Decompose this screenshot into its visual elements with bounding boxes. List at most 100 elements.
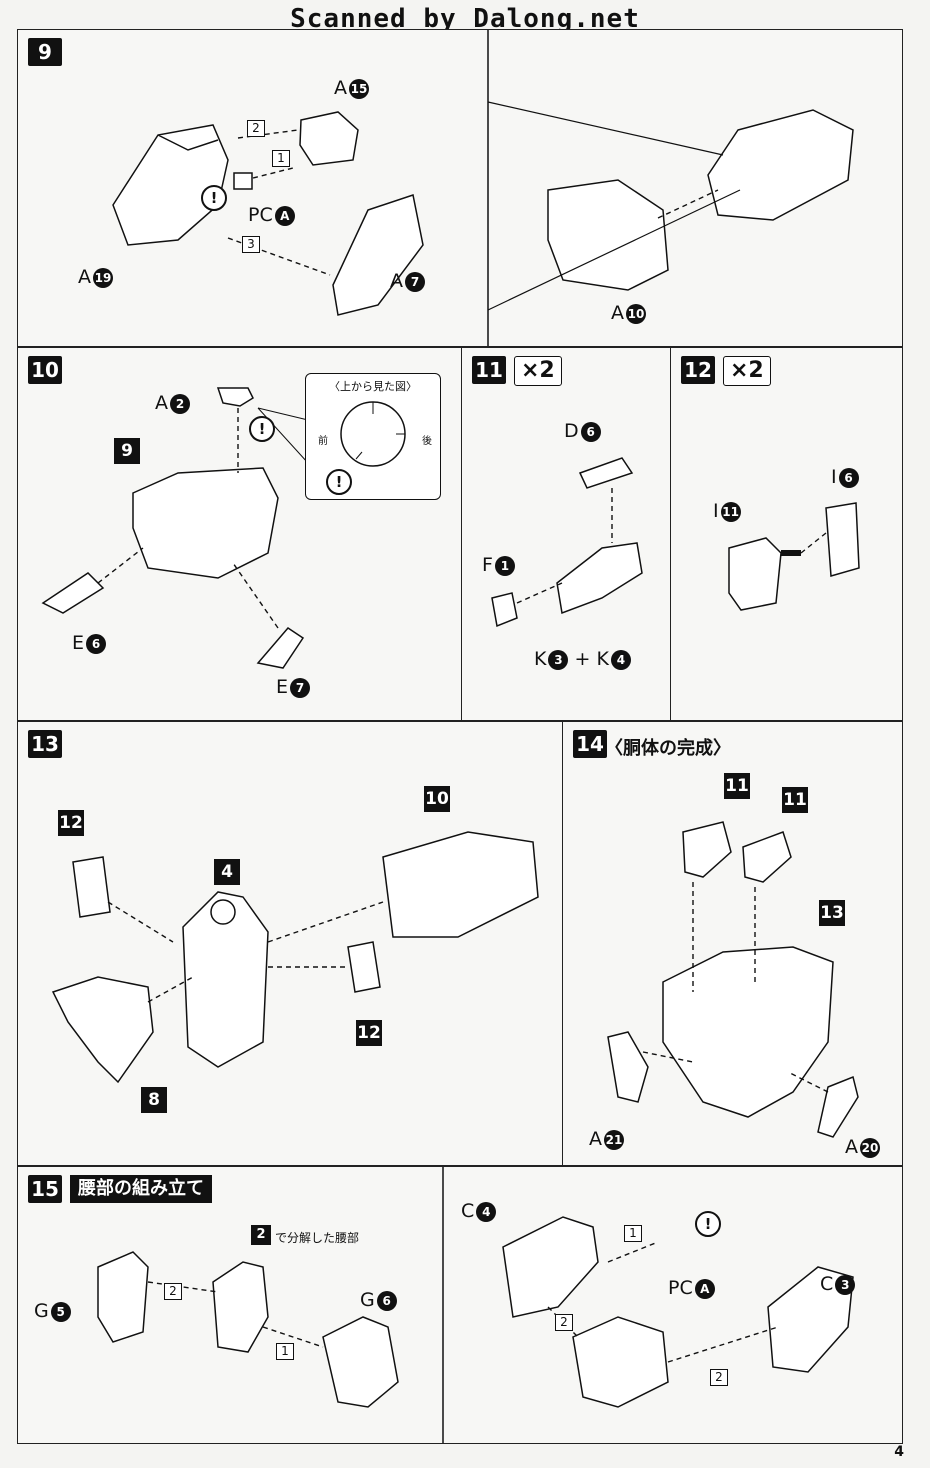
order-marker: 2 (247, 120, 265, 137)
part-letter: K (534, 648, 547, 670)
top-view-caption: 〈上から見た図〉 (329, 380, 417, 393)
part-number: 2 (170, 393, 190, 414)
step-number: 14 (573, 730, 607, 758)
step-13-panel: 13 12 4 10 12 8 (17, 721, 563, 1166)
part-number: 21 (604, 1129, 624, 1150)
step-reference: 12 (356, 1020, 382, 1046)
step-13-illustration (51, 831, 539, 1084)
step-9-illustration (112, 30, 854, 346)
part-letter: A (334, 77, 347, 99)
part-number: 1 (494, 555, 515, 576)
step-15-illustration (97, 1167, 854, 1443)
part-letter: A (78, 266, 91, 288)
step-10-illustration (41, 387, 309, 669)
warning-icon: ! (326, 469, 352, 495)
part-letter: C (461, 1200, 475, 1222)
part-letter: A (611, 302, 624, 324)
part-number: A (694, 1278, 715, 1299)
part-letter: I (831, 466, 837, 488)
part-letter: A (155, 392, 168, 414)
part-letter: C (820, 1273, 834, 1295)
order-marker: 1 (276, 1343, 294, 1360)
part-letter: K (596, 648, 609, 670)
multiplier-badge: ×2 (723, 356, 771, 386)
part-letter: G (360, 1289, 375, 1311)
part-number: 20 (860, 1137, 880, 1158)
part-number: 7 (405, 271, 425, 292)
part-letter: E (276, 676, 289, 698)
step-14-illustration (607, 821, 859, 1138)
part-number: A (274, 205, 295, 226)
part-letter: E (72, 632, 85, 654)
order-marker: 2 (164, 1283, 182, 1300)
step-reference: 8 (141, 1087, 167, 1113)
step-reference: 2 (251, 1225, 271, 1245)
part-number: 4 (476, 1201, 497, 1222)
part-number: 6 (838, 467, 859, 488)
order-marker: 2 (555, 1314, 573, 1331)
step-reference: 11 (782, 787, 808, 813)
top-view-circle (340, 401, 406, 467)
part-number: 6 (580, 421, 601, 442)
step-11-illustration (491, 457, 643, 628)
plus-sign: + (574, 648, 591, 670)
part-number: 11 (720, 501, 741, 522)
order-marker: 2 (710, 1369, 728, 1386)
part-letter: A (589, 1128, 602, 1150)
part-letter: G (34, 1300, 49, 1322)
front-label: 前 (318, 436, 328, 447)
step-number: 11 (472, 356, 506, 384)
warning-icon: ! (201, 185, 227, 211)
note-text: で分解した腰部 (275, 1231, 360, 1245)
step-reference: 13 (819, 900, 845, 926)
part-number: 10 (626, 303, 646, 324)
part-number: 5 (50, 1301, 71, 1322)
top-view-callout: 〈上から見た図〉 前 後 ! (305, 373, 441, 500)
multiplier-badge: ×2 (514, 356, 562, 386)
step-reference: 11 (724, 773, 750, 799)
step-number: 13 (28, 730, 62, 758)
order-marker: 1 (272, 150, 290, 167)
part-letter: A (845, 1136, 858, 1158)
step-reference: 10 (424, 786, 450, 812)
part-letter: F (482, 554, 493, 576)
step-title: 〈胴体の完成〉 (605, 738, 731, 759)
step-number: 9 (28, 38, 62, 66)
part-letter: A (390, 270, 403, 292)
part-number: 15 (349, 78, 369, 99)
order-marker: 3 (242, 236, 260, 253)
part-number: 6 (86, 633, 107, 654)
part-number: 3 (835, 1274, 856, 1295)
step-reference: 9 (114, 438, 140, 464)
step-title: 腰部の組み立て (70, 1175, 212, 1203)
part-number: 7 (290, 677, 311, 698)
part-number: 19 (93, 267, 113, 288)
step-12-illustration (728, 502, 860, 611)
part-letter: D (564, 420, 579, 442)
step-reference: 4 (214, 859, 240, 885)
warning-icon: ! (249, 416, 275, 442)
